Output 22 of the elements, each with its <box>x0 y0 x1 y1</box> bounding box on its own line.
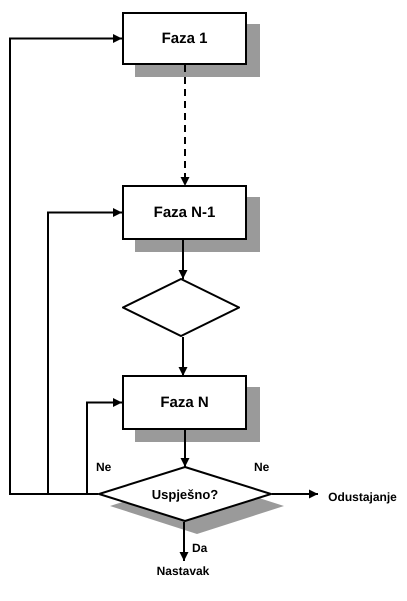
phase-box <box>122 12 247 65</box>
phase-label: Faza N <box>160 394 209 411</box>
dashed-arrow <box>180 65 190 186</box>
arrow <box>178 240 188 279</box>
arrow <box>86 398 122 495</box>
edge-label: Da <box>192 541 208 555</box>
outcome-label: Odustajanje <box>328 490 397 504</box>
arrow <box>47 208 122 495</box>
decision-text: Uspješno? <box>152 486 218 502</box>
arrow <box>178 337 188 376</box>
phase-label: Faza N-1 <box>154 204 216 221</box>
phase-box <box>122 185 247 240</box>
decision-diamond <box>122 278 240 337</box>
outcome-label: Nastavak <box>156 564 210 578</box>
arrow <box>272 490 318 498</box>
arrow <box>180 430 190 467</box>
arrow <box>180 522 188 561</box>
phase-label: Faza 1 <box>162 30 208 47</box>
phase-box <box>122 375 247 430</box>
arrow <box>9 34 122 495</box>
edge-label: Ne <box>96 460 112 474</box>
edge-label: Ne <box>254 460 270 474</box>
